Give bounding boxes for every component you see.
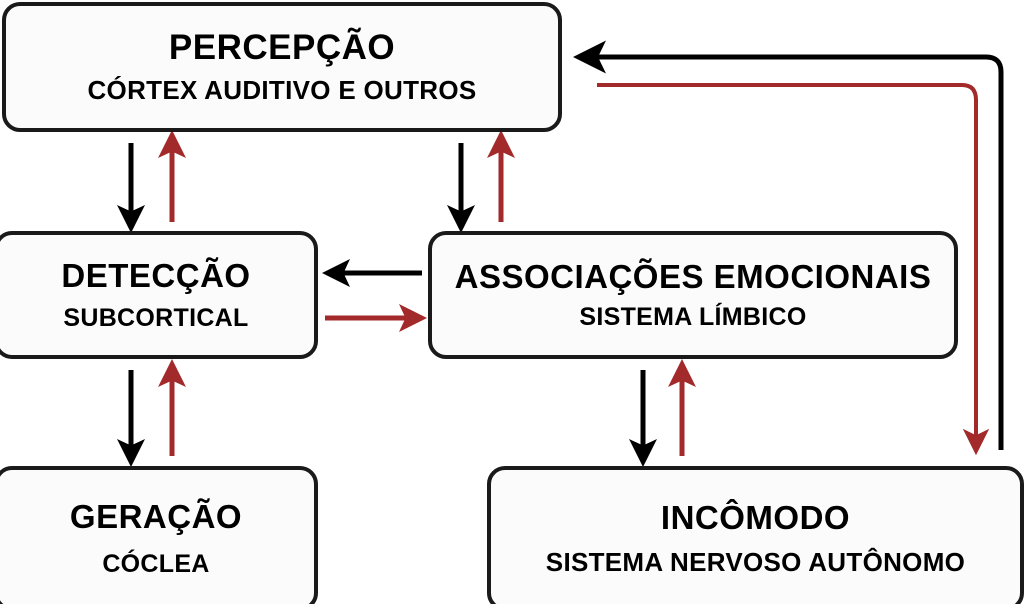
node-deteccao-title: DETECÇÃO — [61, 256, 251, 294]
node-geracao-title: GERAÇÃO — [69, 498, 243, 536]
node-associacoes-subtitle: SISTEMA LÍMBICO — [579, 303, 807, 332]
node-incomodo-title: INCÔMODO — [660, 498, 851, 536]
node-percepcao-subtitle: CÓRTEX AUDITIVO E OUTROS — [87, 74, 477, 105]
node-percepcao-title: PERCEPÇÃO — [168, 27, 396, 67]
node-incomodo[interactable]: INCÔMODO SISTEMA NERVOSO AUTÔNOMO — [487, 466, 1024, 604]
node-associacoes-emocionais[interactable]: ASSOCIAÇÕES EMOCIONAIS SISTEMA LÍMBICO — [428, 231, 958, 359]
node-geracao-subtitle: CÓCLEA — [102, 549, 210, 578]
node-associacoes-title: ASSOCIAÇÕES EMOCIONAIS — [454, 257, 932, 295]
node-percepcao[interactable]: PERCEPÇÃO CÓRTEX AUDITIVO E OUTROS — [2, 2, 562, 132]
node-deteccao-subtitle: SUBCORTICAL — [63, 304, 249, 333]
node-incomodo-subtitle: SISTEMA NERVOSO AUTÔNOMO — [545, 547, 966, 578]
node-geracao[interactable]: GERAÇÃO CÓCLEA — [0, 466, 318, 604]
node-deteccao[interactable]: DETECÇÃO SUBCORTICAL — [0, 231, 318, 359]
